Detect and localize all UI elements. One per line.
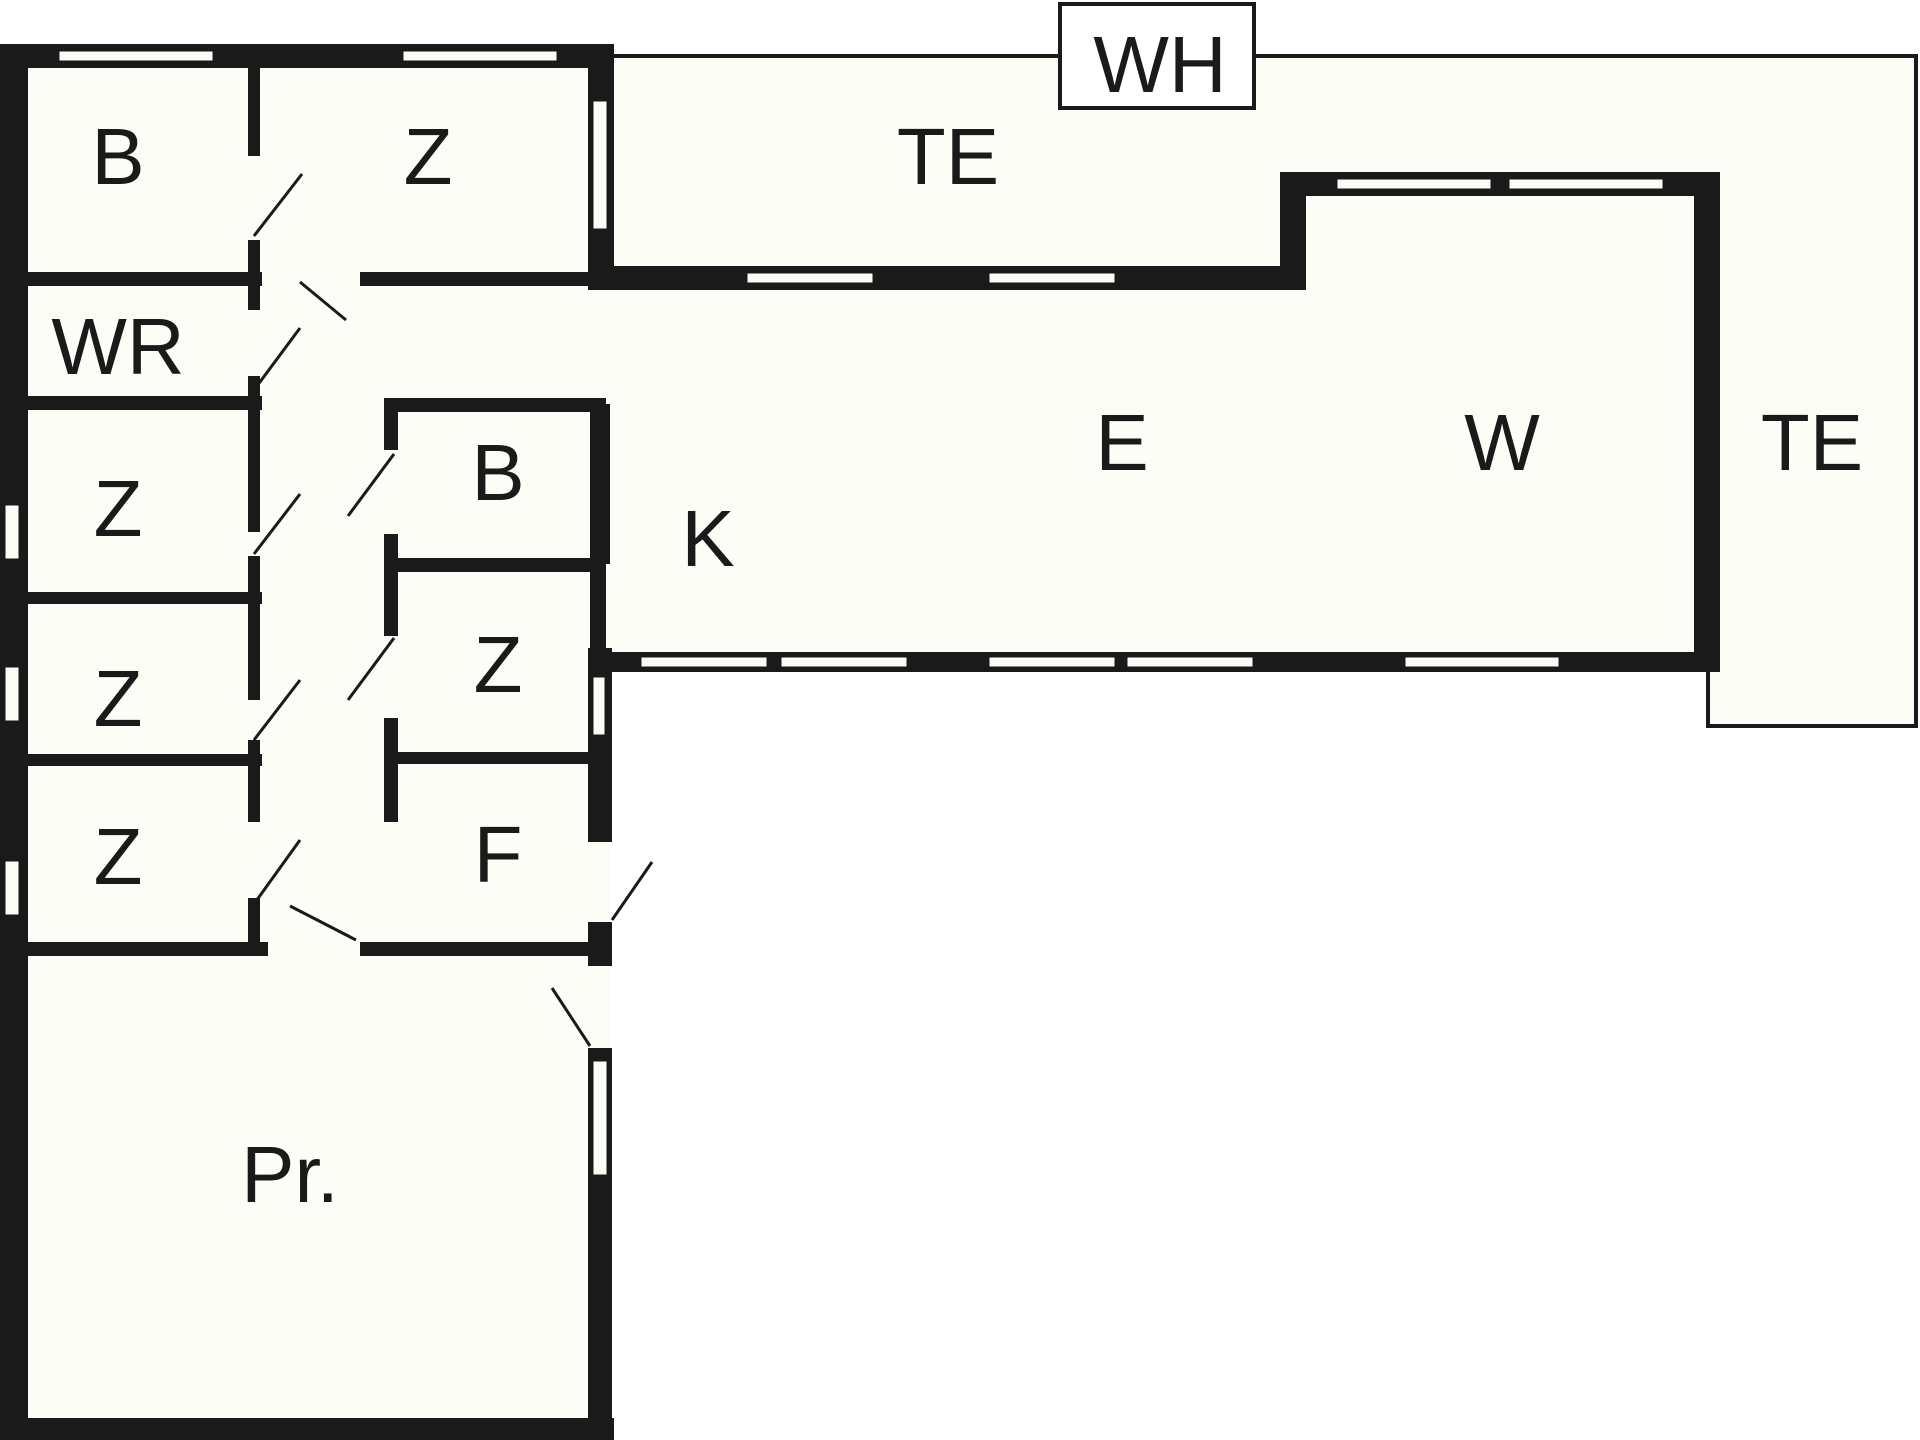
label-z-mid: Z xyxy=(474,620,523,709)
window-living-s5 xyxy=(1402,654,1562,670)
wall-z2-bottom xyxy=(14,754,262,766)
wall-corridor-west-1 xyxy=(248,60,260,156)
wall-z1-bottom xyxy=(14,592,262,604)
wall-bottom xyxy=(0,1418,614,1440)
window-left-z2 xyxy=(2,664,22,724)
door-b-mid xyxy=(346,453,396,517)
label-b-top: B xyxy=(91,112,144,201)
label-z-left-3: Z xyxy=(94,812,143,901)
label-z-top: Z xyxy=(404,112,453,201)
door-pr-corridor xyxy=(289,904,357,942)
wall-corridor-west-6 xyxy=(248,898,260,948)
label-pr: Pr. xyxy=(241,1130,339,1219)
door-z3 xyxy=(252,839,302,905)
wall-z3-bottom-left xyxy=(14,942,268,956)
label-te-right: TE xyxy=(1761,398,1863,487)
label-wh: WH xyxy=(1093,20,1226,109)
door-wr xyxy=(252,327,302,391)
window-top-2 xyxy=(400,48,560,64)
door-corridor-top xyxy=(299,280,347,322)
label-b-mid: B xyxy=(471,428,524,517)
door-entry xyxy=(610,861,654,921)
doors xyxy=(252,173,654,1047)
wh-box xyxy=(1058,2,1256,110)
window-top-1 xyxy=(56,48,216,64)
window-mid-z-east xyxy=(590,674,608,738)
wall-mid-b-top xyxy=(384,398,606,412)
window-living-s4 xyxy=(1124,654,1256,670)
floor-living xyxy=(600,282,1700,662)
floor-living-upper xyxy=(1302,184,1700,284)
label-f: F xyxy=(474,810,523,899)
wall-living-east xyxy=(1694,172,1720,672)
label-e: E xyxy=(1095,398,1148,487)
wall-z3-bottom-right xyxy=(360,942,600,956)
window-living-n2 xyxy=(986,270,1118,286)
wall-mid-west-3 xyxy=(384,718,398,822)
door-z-mid xyxy=(346,637,396,701)
floor-left-block xyxy=(14,54,610,1432)
door-z1 xyxy=(252,493,302,555)
wall-wr-bottom xyxy=(14,396,262,410)
wall-mid-z-bottom xyxy=(384,752,606,764)
windows xyxy=(2,48,1666,1178)
wall-mid-east xyxy=(590,398,606,668)
label-k: K xyxy=(681,494,734,583)
window-living-s3 xyxy=(986,654,1118,670)
window-pr-east xyxy=(590,1058,610,1178)
room-labels: WH TE TE B Z WR Z Z Z B Z F K E W Pr. xyxy=(51,20,1863,1219)
wall-mid-b-bottom xyxy=(384,558,606,572)
wall-b-z-bottom xyxy=(14,272,262,286)
wall-corridor-west-3 xyxy=(248,376,260,532)
label-z-left-2: Z xyxy=(94,654,143,743)
door-pr-east xyxy=(550,987,592,1047)
label-te-top: TE xyxy=(897,112,999,201)
window-living-n3 xyxy=(1334,176,1494,192)
wall-corridor-west-5 xyxy=(248,740,260,822)
wall-left xyxy=(0,44,28,1440)
label-z-left-1: Z xyxy=(94,464,143,553)
door-b-top xyxy=(252,173,304,237)
window-left-z1 xyxy=(2,502,22,562)
label-wr: WR xyxy=(51,302,184,391)
window-living-n1 xyxy=(744,270,876,286)
window-living-s1 xyxy=(638,654,770,670)
door-z2 xyxy=(252,679,302,741)
window-left-z3 xyxy=(2,858,22,918)
wall-mid-west-2 xyxy=(384,534,398,636)
label-w: W xyxy=(1464,398,1540,487)
walls xyxy=(0,44,1720,1440)
window-living-s2 xyxy=(778,654,910,670)
wall-corridor-west-4 xyxy=(248,556,260,700)
wall-z-top-bottom xyxy=(360,272,600,286)
wall-mid-west-1 xyxy=(384,398,398,450)
wall-living-north xyxy=(588,266,1304,290)
window-living-n4 xyxy=(1506,176,1666,192)
window-z-top-east xyxy=(590,98,610,232)
